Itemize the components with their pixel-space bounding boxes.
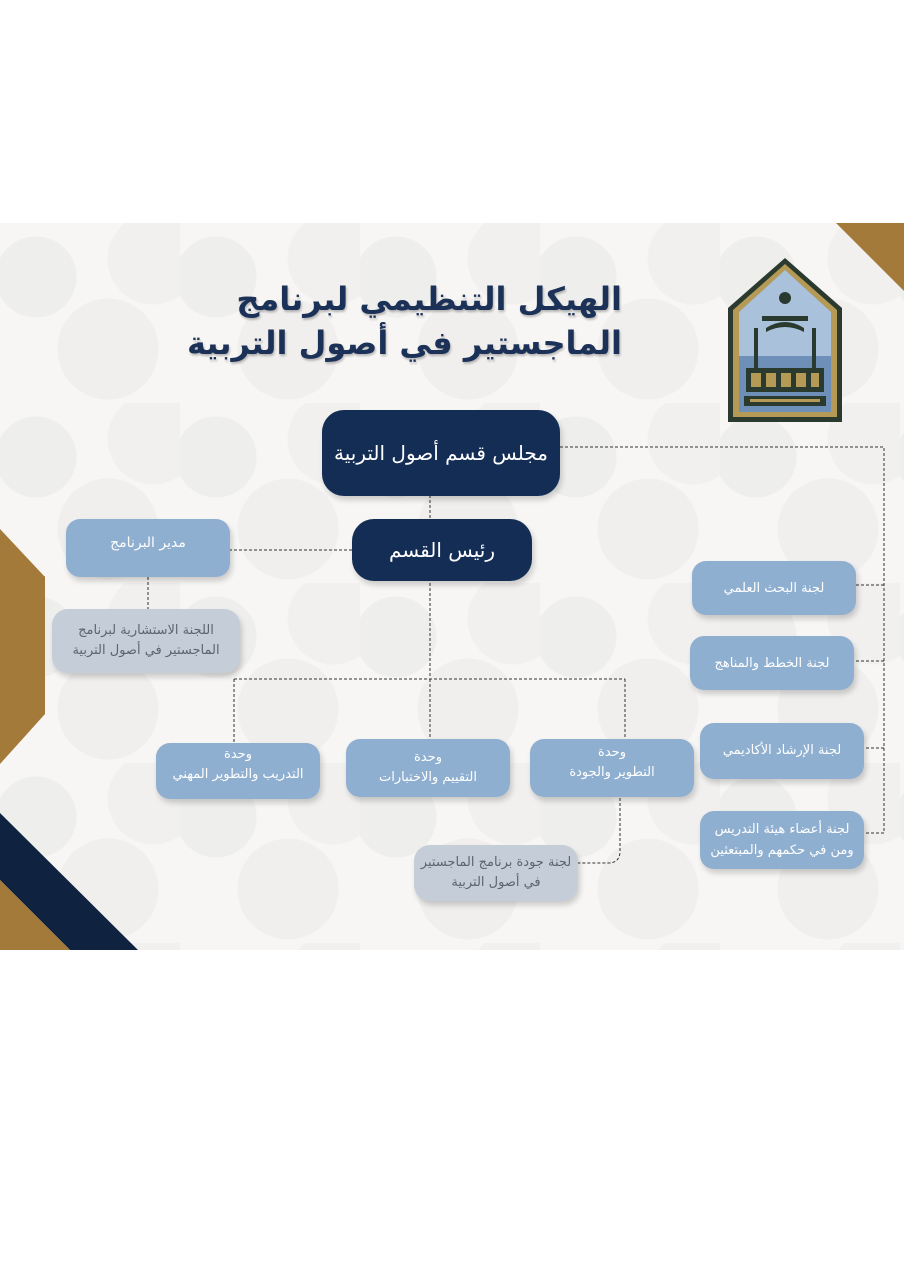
- title-line-2: الماجستير في أصول التربية: [186, 324, 622, 362]
- advising-committee-box: لجنة الإرشاد الأكاديمي: [700, 723, 864, 779]
- faculty-committee-line-1: لجنة أعضاء هيئة التدريس: [714, 822, 850, 837]
- slide-background: الهيكل التنظيمي لبرنامج الماجستير في أصو…: [0, 223, 904, 950]
- advisory-committee-line-2: الماجستير في أصول التربية: [72, 643, 220, 658]
- curricula-committee-box: لجنة الخطط والمناهج: [690, 636, 854, 690]
- assessment-unit-box: وحدة التقييم والاختبارات: [346, 739, 510, 797]
- page-title: الهيكل التنظيمي لبرنامج الماجستير في أصو…: [102, 277, 622, 365]
- research-committee-box: لجنة البحث العلمي: [692, 561, 856, 615]
- advising-committee-label: لجنة الإرشاد الأكاديمي: [722, 743, 842, 758]
- faculty-committee-box: لجنة أعضاء هيئة التدريس ومن في حكمهم وال…: [700, 811, 864, 869]
- advisory-committee-box: اللجنة الاستشارية لبرنامج الماجستير في أ…: [52, 609, 240, 673]
- imam-university-logo-icon: [728, 258, 842, 422]
- council-label: مجلس قسم أصول التربية: [334, 441, 548, 465]
- curricula-committee-label: لجنة الخطط والمناهج: [714, 655, 830, 671]
- department-head-label: رئيس القسم: [388, 538, 496, 562]
- quality-committee-line-2: في أصول التربية: [451, 875, 541, 890]
- top-right-gold-corner: [836, 223, 904, 291]
- bottom-left-navy-corner: [0, 813, 138, 950]
- development-unit-box: وحدة التطوير والجودة: [530, 739, 694, 797]
- council-to-bus: [560, 446, 885, 833]
- advisory-committee-line-1: اللجنة الاستشارية لبرنامج: [78, 623, 214, 638]
- research-committee-label: لجنة البحث العلمي: [723, 580, 825, 596]
- assessment-unit-line-2: التقييم والاختبارات: [379, 770, 477, 785]
- quality-committee-line-1: لجنة جودة برنامج الماجستير: [420, 855, 572, 870]
- left-gold-bar: [0, 529, 45, 764]
- development-unit-line-2: التطوير والجودة: [569, 765, 655, 780]
- title-line-1: الهيكل التنظيمي لبرنامج: [236, 280, 622, 318]
- program-director-box: مدير البرنامج: [66, 519, 230, 577]
- bottom-left-gold-corner: [0, 880, 70, 950]
- connector-lines: [147, 446, 885, 864]
- development-unit-line-1: وحدة: [598, 745, 626, 760]
- faculty-committee-line-2: ومن في حكمهم والمبتعثين: [710, 843, 854, 858]
- development-to-quality: [578, 798, 621, 864]
- assessment-unit-line-1: وحدة: [414, 750, 442, 765]
- department-head-box: رئيس القسم: [352, 519, 532, 581]
- training-unit-box: وحدة التدريب والتطوير المهني: [156, 743, 320, 799]
- council-box: مجلس قسم أصول التربية: [322, 410, 560, 496]
- corner-decorations: [0, 223, 904, 950]
- quality-committee-box: لجنة جودة برنامج الماجستير في أصول الترب…: [414, 845, 578, 901]
- training-unit-line-1: وحدة: [224, 747, 252, 762]
- training-unit-line-2: التدريب والتطوير المهني: [172, 767, 304, 782]
- program-director-label: مدير البرنامج: [110, 535, 186, 551]
